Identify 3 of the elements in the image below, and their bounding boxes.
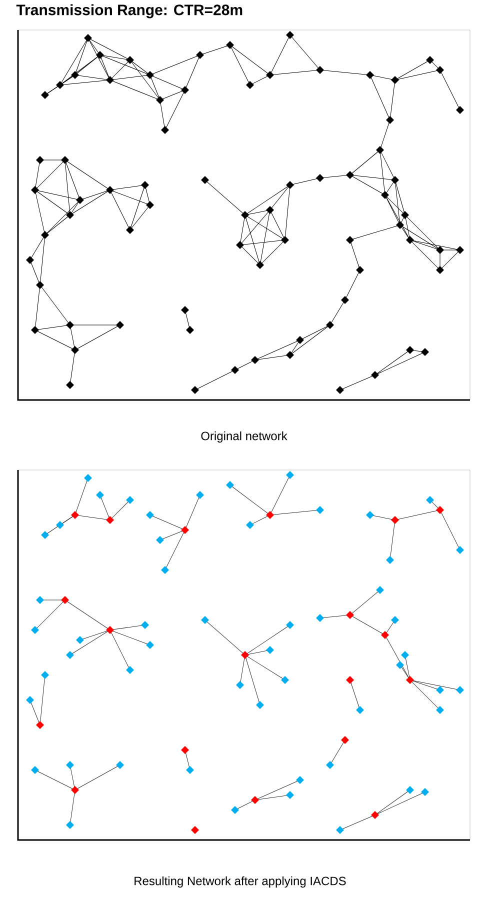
caption: Original network	[201, 431, 288, 443]
caption: Resulting Network after applying IACDS	[134, 876, 346, 888]
title: Transmission Range: CTR=28m	[16, 4, 242, 18]
